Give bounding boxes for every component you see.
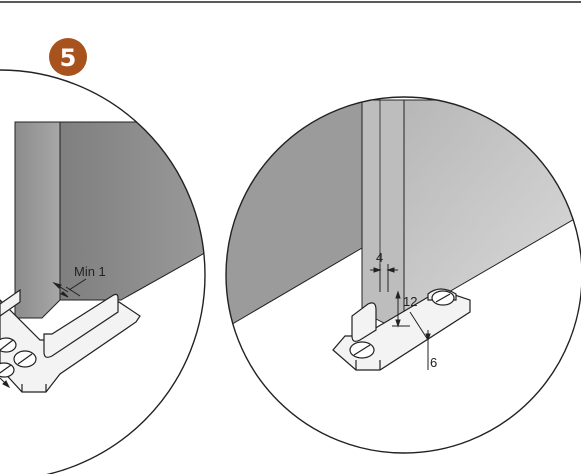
right-gap-dimension <box>370 264 398 292</box>
left-edge-dimension <box>0 377 11 389</box>
right-gap-label: 4 <box>376 250 383 265</box>
right-offset-dimension <box>409 311 431 370</box>
left-screw-3 <box>0 362 15 378</box>
left-min1-dimension <box>52 278 87 298</box>
left-screw-1 <box>13 350 37 368</box>
step-badge: 5 <box>49 38 87 76</box>
right-offset-label: 6 <box>430 355 437 370</box>
step-number: 5 <box>60 44 77 72</box>
right-height-label: 12 <box>403 294 417 309</box>
left-glass-panel <box>14 121 61 319</box>
left-min1-label: Min 1 <box>74 264 106 279</box>
left-detail-circle <box>0 69 206 474</box>
right-screw-1 <box>349 341 375 359</box>
step-badge-circle <box>49 38 87 76</box>
left-detail: Min 1 <box>0 69 206 474</box>
left-screw-2 <box>0 337 17 353</box>
right-detail: 4 12 6 <box>225 96 581 454</box>
right-screw-2 <box>431 290 455 306</box>
left-hinge-bracket <box>0 288 141 393</box>
right-detail-circle <box>225 96 581 454</box>
right-height-dimension <box>392 290 410 328</box>
